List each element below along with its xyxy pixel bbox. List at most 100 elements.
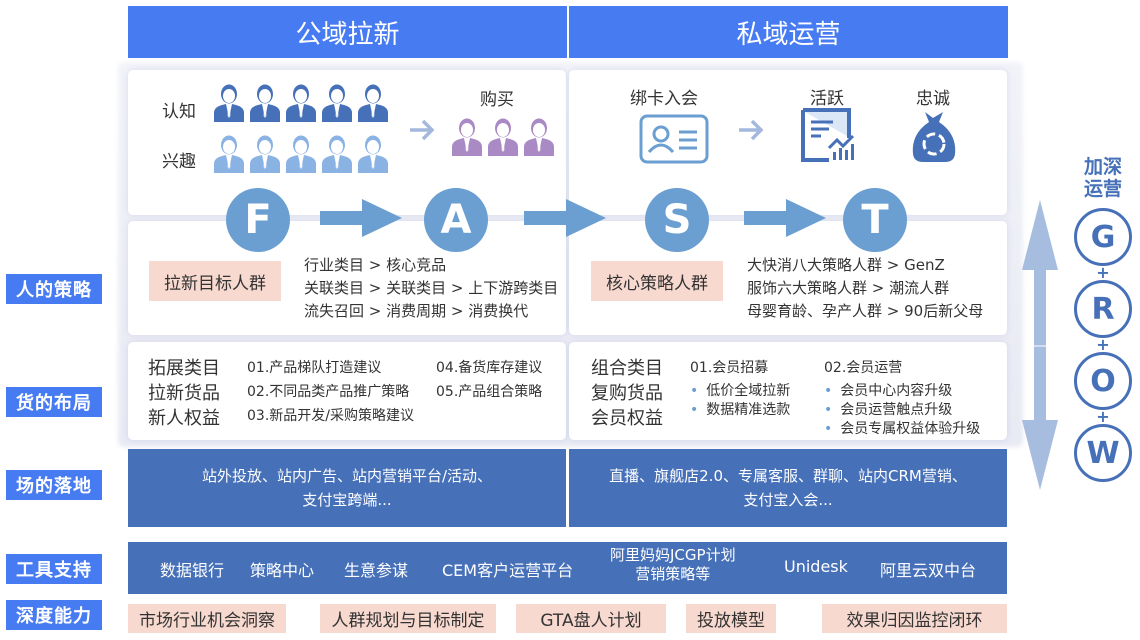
depth-tag: 效果归因监控闭环	[822, 604, 1007, 633]
private-funnel-card: 绑卡入会 活跃 忠诚	[569, 70, 1007, 215]
person-icon	[522, 116, 556, 156]
venue-line: 支付宝跨端...	[302, 491, 392, 509]
people-line: 服饰六大策略人群 > 潮流人群	[747, 279, 950, 297]
double-arrow-vertical-icon	[1022, 200, 1058, 490]
group-item: 低价全域拉新	[690, 382, 790, 401]
person-icon	[248, 133, 282, 173]
group-item: 会员中心内容升级	[824, 382, 980, 401]
people-line: 行业类目 > 核心竞品	[304, 256, 447, 274]
person-icon	[248, 82, 282, 122]
public-goods-col1: 01.产品梯队打造建议 02.不同品类产品推广策略 03.新品开发/采购策略建议	[247, 356, 414, 428]
tool-item: 生意参谋	[344, 561, 409, 580]
row-label-tools: 工具支持	[6, 554, 102, 584]
letter-f-circle: F	[226, 188, 290, 252]
person-icon	[212, 82, 246, 122]
tool-item: Unidesk	[784, 557, 848, 576]
active-label: 活跃	[810, 89, 844, 109]
arrow-a-to-s-icon	[524, 199, 606, 237]
arrow-f-to-a-icon	[320, 199, 402, 237]
private-people-lines: 大快消八大策略人群 > GenZ 服饰六大策略人群 > 潮流人群 母婴育龄、孕产…	[747, 254, 983, 323]
tool-item: 数据银行	[160, 561, 225, 580]
goods-label: 新人权益	[148, 408, 220, 429]
grow-title-line: 运营	[1083, 178, 1122, 200]
depth-tag: GTA盘人计划	[516, 604, 666, 633]
public-people-lines: 行业类目 > 核心竞品 关联类目 > 关联类目 > 上下游跨类目 流失召回 > …	[304, 254, 558, 323]
letter-s-circle: S	[645, 188, 709, 252]
row-label-depth: 深度能力	[6, 600, 102, 630]
group-items: 会员中心内容升级 会员运营触点升级 会员专属权益体验升级	[824, 382, 980, 439]
public-goods-col2: 04.备货库存建议 05.产品组合策略	[436, 356, 542, 404]
money-bag-icon	[912, 112, 956, 162]
goods-item: 02.不同品类产品推广策略	[247, 384, 410, 400]
purchase-label: 购买	[480, 90, 514, 110]
plus-icon: +	[1096, 407, 1110, 426]
private-venue-band: 直播、旗舰店2.0、专属客服、群聊、站内CRM营销、 支付宝入会...	[569, 449, 1007, 527]
goods-label: 组合类目	[591, 358, 663, 379]
id-card-icon	[639, 114, 709, 164]
loyal-label: 忠诚	[916, 89, 950, 109]
header-private: 私域运营	[569, 6, 1008, 58]
group-title: 01.会员招募	[690, 360, 769, 376]
venue-line: 直播、旗舰店2.0、专属客服、群聊、站内CRM营销、	[609, 467, 967, 485]
tool-item-multiline: 阿里妈妈JCGP计划 营销策略等	[610, 546, 736, 584]
depth-tag: 人群规划与目标制定	[320, 604, 496, 633]
depth-tag: 投放模型	[686, 604, 776, 633]
tools-band: 数据银行 策略中心 生意参谋 CEM客户运营平台 阿里妈妈JCGP计划 营销策略…	[128, 542, 1007, 594]
depth-tag: 市场行业机会洞察	[128, 604, 286, 633]
tool-item: CEM客户运营平台	[442, 561, 574, 580]
goods-item: 04.备货库存建议	[436, 360, 543, 376]
public-goods-labels: 拓展类目 拉新货品 新人权益	[148, 356, 220, 431]
people-line: 母婴育龄、孕产人群 > 90后新父母	[747, 302, 984, 320]
person-icon	[212, 133, 246, 173]
public-venue-band: 站外投放、站内广告、站内营销平台/活动、 支付宝跨端...	[128, 449, 566, 527]
letter-w-circle: W	[1074, 424, 1132, 482]
private-people-card: 核心策略人群 大快消八大策略人群 > GenZ 服饰六大策略人群 > 潮流人群 …	[569, 221, 1007, 335]
person-icon	[486, 116, 520, 156]
arrow-right-icon	[739, 119, 764, 141]
tool-item: 阿里云双中台	[880, 561, 977, 580]
group-item: 会员运营触点升级	[824, 401, 980, 420]
person-icon	[284, 133, 318, 173]
people-line: 流失召回 > 消费周期 > 消费换代	[304, 302, 529, 320]
public-funnel-card: 认知 兴趣 购买	[128, 70, 566, 215]
bind-card-label: 绑卡入会	[630, 89, 698, 109]
grow-title-line: 加深	[1083, 156, 1122, 178]
goods-item: 03.新品开发/采购策略建议	[247, 408, 414, 424]
group-item: 数据精准选款	[690, 401, 790, 420]
interest-label: 兴趣	[162, 152, 196, 172]
awareness-label: 认知	[162, 102, 196, 122]
interest-people	[212, 133, 390, 173]
private-goods-card: 组合类目 复购货品 会员权益 01.会员招募 低价全域拉新 数据精准选款 02.…	[569, 342, 1007, 440]
row-label-venue: 场的落地	[6, 470, 102, 500]
row-label-people: 人的策略	[6, 274, 102, 304]
private-goods-labels: 组合类目 复购货品 会员权益	[591, 356, 663, 431]
member-ops-group: 02.会员运营 会员中心内容升级 会员运营触点升级 会员专属权益体验升级	[824, 356, 980, 439]
goods-label: 会员权益	[591, 408, 663, 429]
grow-title: 加深 运营	[1078, 156, 1128, 200]
arrow-right-icon	[410, 119, 435, 141]
goods-item: 05.产品组合策略	[436, 384, 543, 400]
people-line: 大快消八大策略人群 > GenZ	[747, 256, 945, 274]
venue-line: 站外投放、站内广告、站内营销平台/活动、	[201, 467, 493, 485]
person-icon	[356, 133, 390, 173]
person-icon	[356, 82, 390, 122]
tool-item: 策略中心	[250, 561, 315, 580]
public-people-card: 拉新目标人群 行业类目 > 核心竞品 关联类目 > 关联类目 > 上下游跨类目 …	[128, 221, 566, 335]
group-items: 低价全域拉新 数据精准选款	[690, 382, 790, 420]
purchase-people	[450, 116, 556, 156]
tool-line: 阿里妈妈JCGP计划	[610, 546, 736, 564]
group-item: 会员专属权益体验升级	[824, 420, 980, 439]
letter-g-circle: G	[1074, 208, 1132, 266]
awareness-people	[212, 82, 390, 122]
row-label-goods: 货的布局	[6, 387, 102, 417]
report-chart-icon	[801, 108, 855, 162]
letter-t-circle: T	[843, 188, 907, 252]
letter-r-circle: R	[1074, 280, 1132, 338]
people-line: 关联类目 > 关联类目 > 上下游跨类目	[304, 279, 559, 297]
plus-icon: +	[1096, 263, 1110, 282]
private-target-tag: 核心策略人群	[591, 261, 723, 301]
person-icon	[320, 133, 354, 173]
person-icon	[284, 82, 318, 122]
header-public: 公域拉新	[128, 6, 567, 58]
member-recruit-group: 01.会员招募 低价全域拉新 数据精准选款	[690, 356, 790, 420]
